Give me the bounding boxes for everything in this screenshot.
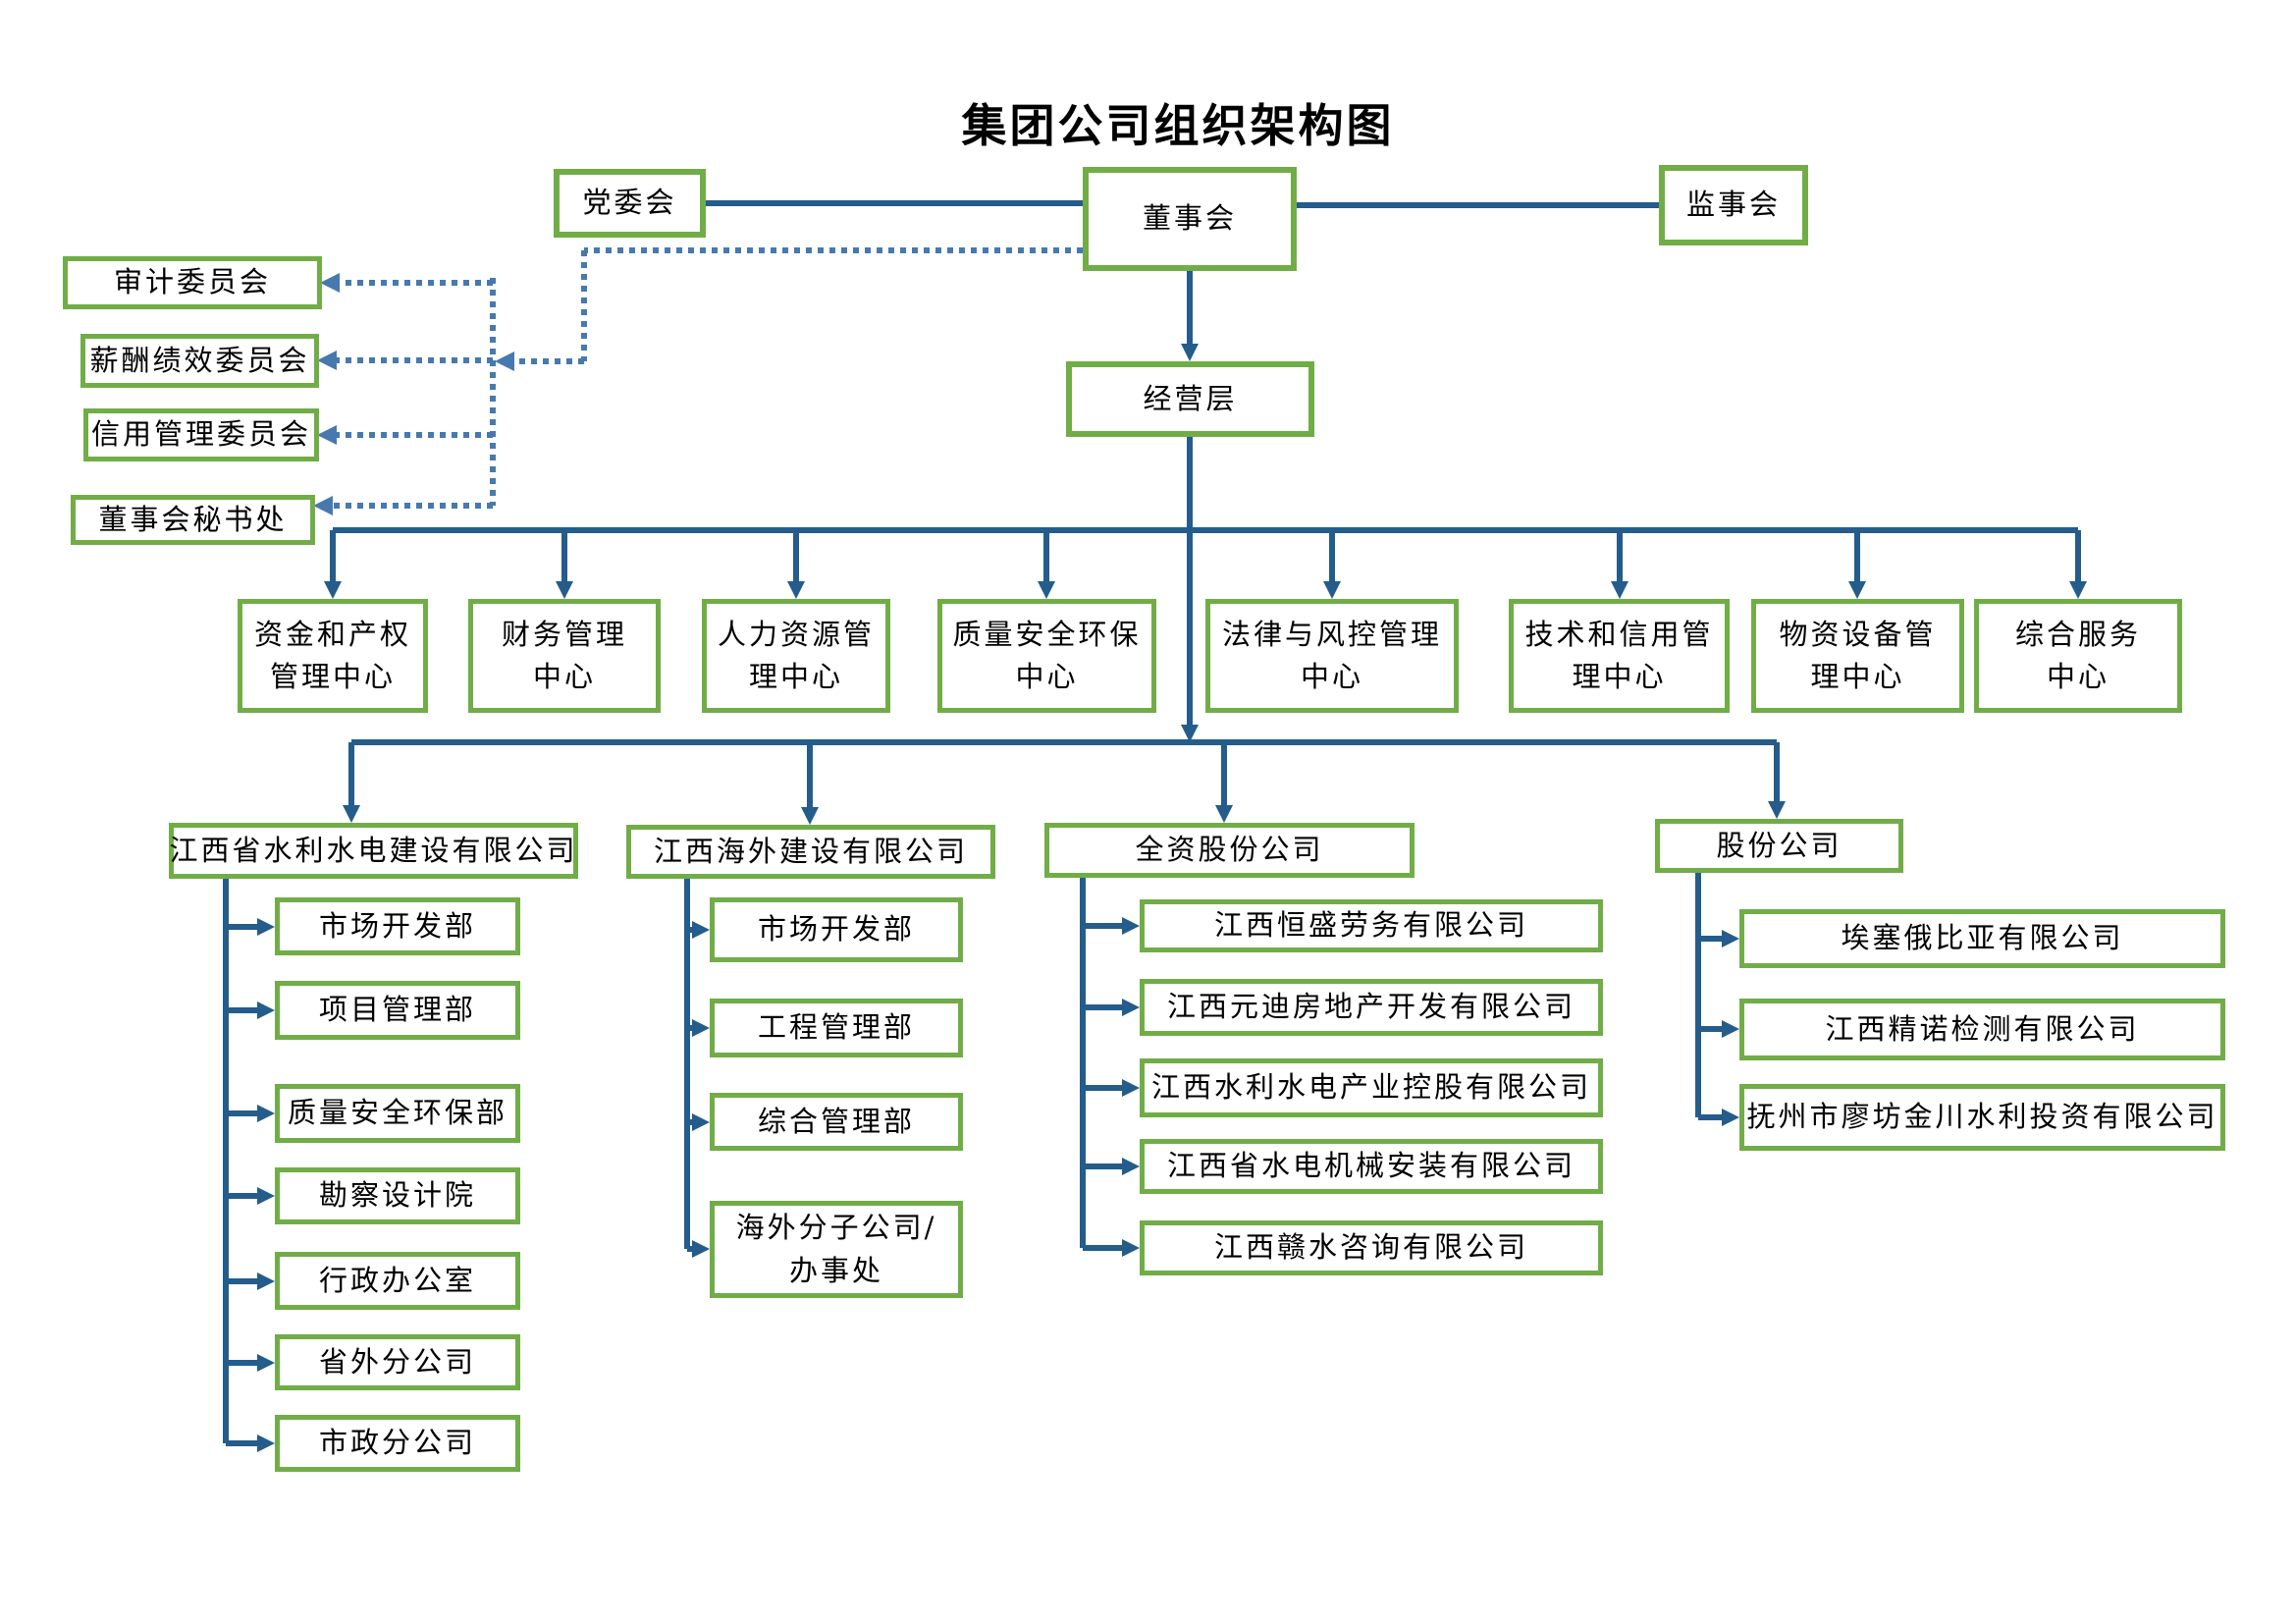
node-label: 江西海外建设有限公司: [653, 834, 968, 868]
node-label: 审计委员会: [113, 265, 271, 299]
node-label: 股份公司: [1716, 828, 1842, 862]
node-party-committee: 党委会: [554, 169, 706, 238]
node-label: 管理中心: [269, 660, 396, 693]
node-label: 抚州市廖坊金川水利投资有限公司: [1746, 1100, 2218, 1134]
s4-co-jingnuo-testing: 江西精诺检测有限公司: [1739, 999, 2225, 1060]
node-label: 经营层: [1143, 381, 1238, 415]
node-label: 江西水利水电产业控股有限公司: [1150, 1070, 1591, 1105]
node-label: 质量安全环保部: [287, 1096, 507, 1130]
node-label: 市政分公司: [318, 1426, 476, 1460]
s2-dept-general-management: 综合管理部: [710, 1093, 963, 1151]
s1-dept-survey-design-institute: 勘察设计院: [275, 1167, 520, 1224]
node-label: 江西赣水咨询有限公司: [1213, 1230, 1528, 1265]
node-label: 江西省水电机械安装有限公司: [1166, 1149, 1575, 1183]
s1-dept-market-development: 市场开发部: [275, 897, 520, 955]
node-management: 经营层: [1066, 361, 1314, 437]
committee-audit: 审计委员会: [63, 256, 322, 309]
node-label: 综合管理部: [757, 1104, 915, 1138]
node-label: 中心: [1300, 660, 1363, 693]
s1-dept-quality-safety-environment: 质量安全环保部: [275, 1084, 520, 1143]
node-label: 省外分公司: [318, 1344, 476, 1379]
node-label: 董事会秘书处: [98, 502, 288, 536]
node-label: 资金和产权: [253, 617, 411, 651]
node-label: 江西元迪房地产开发有限公司: [1166, 990, 1575, 1024]
node-label: 财务管理: [501, 617, 627, 651]
node-label: 市场开发部: [757, 912, 915, 947]
node-label: 理中心: [1572, 660, 1667, 693]
node-label: 监事会: [1685, 188, 1781, 222]
node-label: 法律与风控管理: [1221, 617, 1442, 651]
node-supervisory-board: 监事会: [1659, 165, 1808, 245]
s3-co-hydropower-machinery-installation: 江西省水电机械安装有限公司: [1140, 1139, 1603, 1194]
s3-co-industry-holding: 江西水利水电产业控股有限公司: [1140, 1058, 1603, 1117]
s4-co-ethiopia: 埃塞俄比亚有限公司: [1739, 909, 2225, 968]
s3-co-hengsheng-labor: 江西恒盛劳务有限公司: [1140, 899, 1603, 952]
node-label: 市场开发部: [318, 908, 476, 943]
node-label: 中心: [1015, 660, 1079, 693]
center-human-resources: 人力资源管 理中心: [702, 599, 890, 713]
subsidiary-jiangxi-water-conservancy: 江西省水利水电建设有限公司: [169, 823, 578, 879]
s1-dept-out-of-province-branch: 省外分公司: [275, 1334, 520, 1390]
center-technology-credit: 技术和信用管 理中心: [1509, 599, 1730, 713]
node-label: 综合服务: [2014, 617, 2141, 651]
solid-connectors: [223, 200, 2087, 1452]
node-label: 江西恒盛劳务有限公司: [1213, 908, 1528, 943]
node-label: 工程管理部: [757, 1010, 915, 1045]
center-legal-risk: 法律与风控管理 中心: [1205, 599, 1459, 713]
node-label: 董事会: [1142, 201, 1237, 236]
node-label: 质量安全环保: [952, 617, 1142, 651]
node-label: 信用管理委员会: [90, 417, 311, 452]
committee-compensation: 薪酬绩效委员会: [80, 334, 319, 388]
node-label: 技术和信用管: [1524, 617, 1714, 651]
dotted-connectors: [313, 247, 1083, 515]
node-label: 江西精诺检测有限公司: [1825, 1011, 2140, 1046]
s2-dept-engineering-management: 工程管理部: [710, 999, 963, 1057]
node-label: 薪酬绩效委员会: [89, 343, 310, 377]
s2-dept-overseas-branches-offices: 海外分子公司/ 办事处: [710, 1201, 963, 1298]
s1-dept-municipal-branch: 市政分公司: [275, 1415, 520, 1472]
s4-co-fuzhou-liaofang-jinchuan-investment: 抚州市廖坊金川水利投资有限公司: [1739, 1084, 2225, 1151]
node-label: 海外分子公司/: [735, 1211, 937, 1244]
s1-dept-administrative-office: 行政办公室: [275, 1252, 520, 1310]
center-materials-equipment: 物资设备管 理中心: [1751, 599, 1964, 713]
center-general-services: 综合服务 中心: [1974, 599, 2182, 713]
node-label: 理中心: [1810, 660, 1905, 693]
center-quality-safety-environment: 质量安全环保 中心: [937, 599, 1156, 713]
center-funds-property: 资金和产权 管理中心: [238, 599, 428, 713]
s3-co-ganshui-consulting: 江西赣水咨询有限公司: [1140, 1220, 1603, 1275]
node-label: 行政办公室: [318, 1263, 476, 1297]
committee-credit: 信用管理委员会: [83, 408, 319, 461]
subsidiary-joint-stock-companies: 股份公司: [1655, 819, 1903, 873]
subsidiary-wholly-owned-companies: 全资股份公司: [1044, 823, 1415, 878]
page-title: 集团公司组织架构图: [961, 99, 1395, 152]
node-label: 办事处: [788, 1253, 883, 1287]
node-board: 董事会: [1083, 167, 1297, 271]
node-label: 物资设备管: [1779, 617, 1937, 651]
node-label: 项目管理部: [318, 993, 476, 1027]
s1-dept-project-management: 项目管理部: [275, 981, 520, 1040]
subsidiary-jiangxi-overseas-construction: 江西海外建设有限公司: [626, 825, 995, 879]
node-label: 勘察设计院: [318, 1178, 476, 1213]
center-finance: 财务管理 中心: [468, 599, 661, 713]
node-label: 中心: [2046, 660, 2109, 693]
node-label: 江西省水利水电建设有限公司: [169, 833, 578, 867]
s2-dept-market-development: 市场开发部: [710, 897, 963, 962]
node-label: 中心: [532, 660, 596, 693]
s3-co-yuandi-real-estate: 江西元迪房地产开发有限公司: [1140, 979, 1603, 1036]
node-label: 全资股份公司: [1135, 833, 1324, 867]
node-label: 理中心: [748, 660, 843, 693]
node-label: 人力资源管: [717, 617, 875, 651]
committee-board-secretariat: 董事会秘书处: [71, 495, 315, 545]
node-label: 党委会: [582, 186, 677, 220]
node-label: 埃塞俄比亚有限公司: [1841, 921, 2124, 955]
